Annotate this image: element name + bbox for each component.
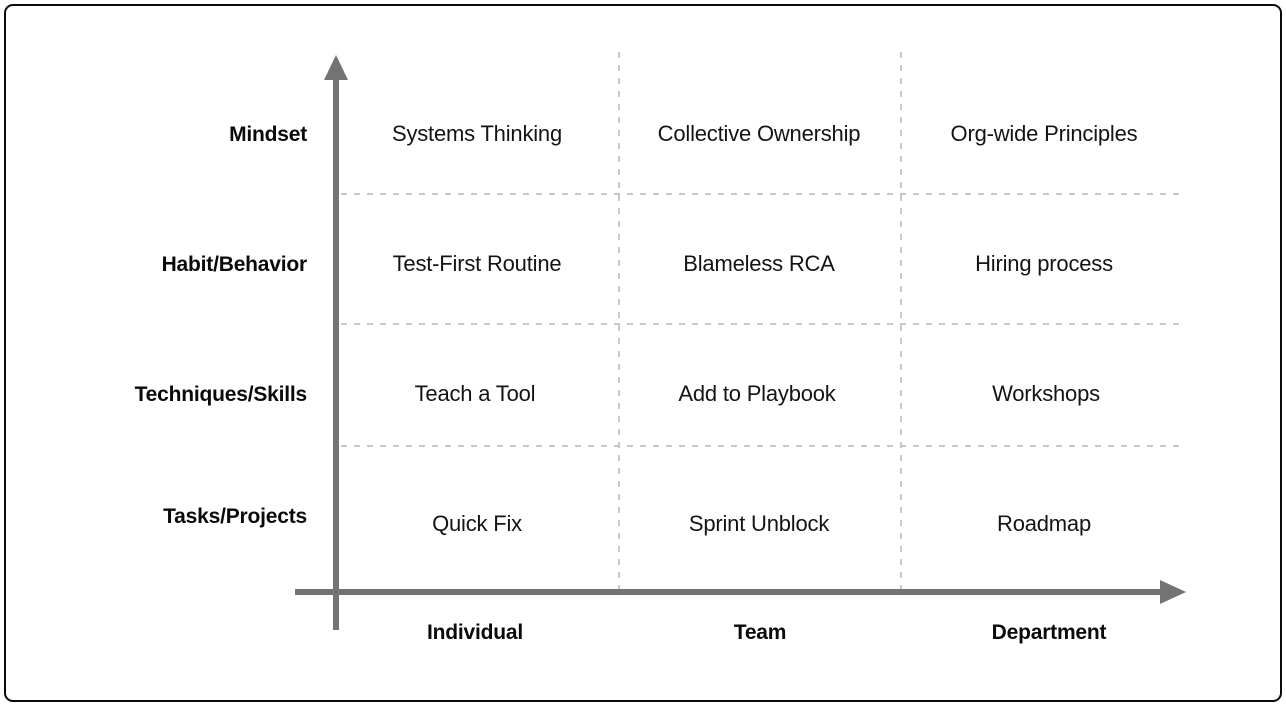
column-label-department: Department (991, 621, 1107, 644)
cell-habit-team: Blameless RCA (683, 251, 835, 276)
cell-mindset-individual: Systems Thinking (391, 121, 563, 146)
cell-habit-individual: Test-First Routine (392, 251, 562, 276)
row-label-techniques-skills: Techniques/Skills (134, 383, 308, 406)
cell-techniques-department: Workshops (992, 381, 1100, 406)
cell-techniques-individual: Teach a Tool (414, 381, 536, 406)
row-label-mindset: Mindset (229, 123, 307, 146)
cell-tasks-department: Roadmap (997, 511, 1091, 536)
row-label-tasks-projects: Tasks/Projects (163, 505, 307, 528)
cell-techniques-team: Add to Playbook (678, 381, 836, 406)
column-label-individual: Individual (426, 621, 523, 644)
cell-mindset-team: Collective Ownership (657, 121, 861, 146)
x-axis-arrow-icon (295, 580, 1186, 604)
y-axis-arrow-icon (324, 55, 348, 630)
cell-tasks-individual: Quick Fix (432, 511, 522, 536)
row-label-habit-behavior: Habit/Behavior (161, 253, 308, 276)
cell-tasks-team: Sprint Unblock (688, 511, 830, 536)
cell-habit-department: Hiring process (975, 251, 1113, 276)
diagram-frame-border (4, 4, 1282, 702)
cell-mindset-department: Org-wide Principles (950, 121, 1138, 146)
horizontal-gridlines (341, 193, 1183, 447)
column-label-team: Team (733, 621, 787, 644)
